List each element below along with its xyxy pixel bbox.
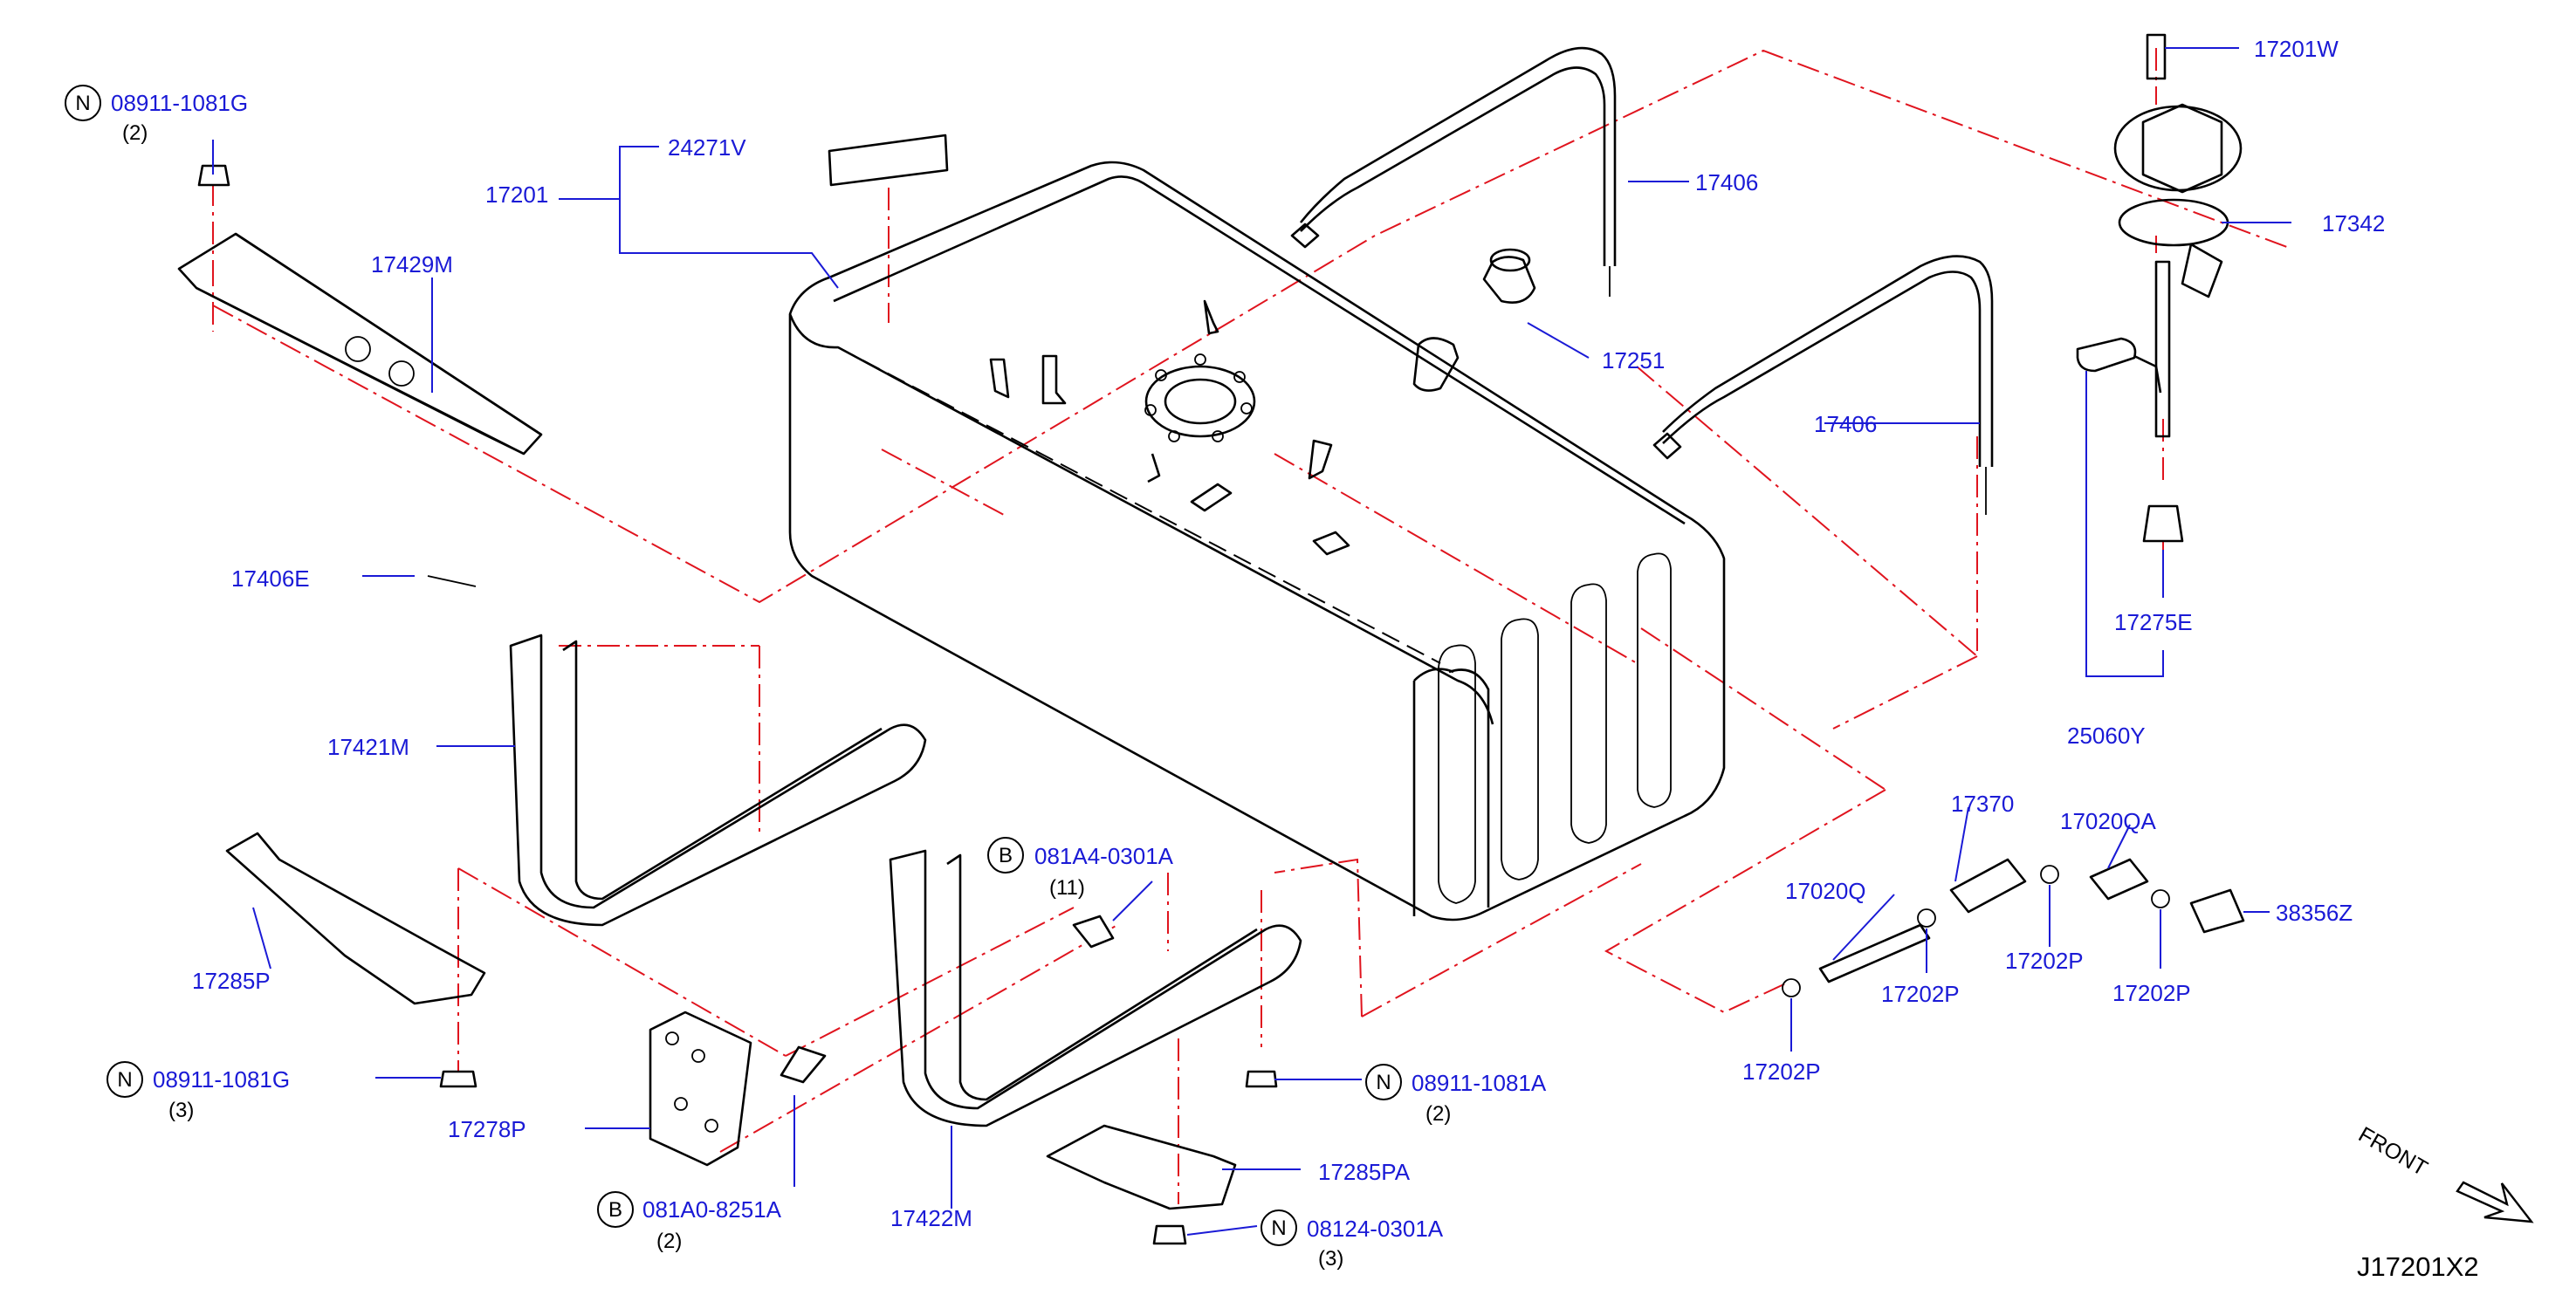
label-17202p-1: 17202P [1881, 981, 1960, 1007]
label-17285pa: 17285PA [1318, 1159, 1411, 1185]
part-code: 08911-1081G [111, 90, 248, 116]
fuel-tank [788, 134, 1726, 922]
front-label: FRONT [2354, 1122, 2432, 1181]
quantity: (2) [1425, 1102, 1451, 1126]
leader-lines [212, 47, 2291, 1236]
label-24271v: 24271V [668, 134, 746, 161]
label-17406-lower: 17406 [1814, 411, 1877, 437]
cradle-17421m [427, 575, 927, 927]
quantity: (2) [656, 1230, 682, 1253]
symbol-b: B [999, 844, 1013, 867]
symbol-n: N [117, 1068, 132, 1092]
label-17020q: 17020Q [1785, 878, 1866, 904]
arrow-icon [2456, 1181, 2534, 1223]
symbol-n: N [75, 92, 90, 115]
label-17285p: 17285P [192, 968, 271, 994]
part-code: 081A4-0301A [1034, 843, 1174, 869]
part-code: 08911-1081G [153, 1066, 290, 1093]
label-25060y: 25060Y [2067, 723, 2146, 749]
quantity: (2) [122, 121, 148, 145]
cradle-17422m [889, 849, 1302, 1127]
quantity: (3) [1318, 1247, 1343, 1271]
part-code: 08911-1081A [1412, 1070, 1547, 1096]
quantity: (3) [168, 1099, 194, 1122]
label-17421m: 17421M [327, 734, 409, 760]
callout-08911-1081g-lower: N 08911-1081G (3) [106, 1061, 290, 1122]
n-symbol-icon [1261, 1209, 1297, 1246]
label-17201: 17201 [485, 182, 548, 208]
fasteners [439, 915, 1278, 1245]
label-17020qa: 17020QA [2060, 808, 2157, 834]
tank-strap-rear [1652, 255, 1994, 515]
part-code: 08124-0301A [1307, 1216, 1444, 1242]
label-17406e: 17406E [231, 565, 310, 592]
label-17202p-2: 17202P [2005, 948, 2084, 974]
symbol-n: N [1376, 1071, 1391, 1094]
b-symbol-icon [597, 1191, 634, 1228]
bracket-17285p [225, 832, 486, 1005]
label-17201w: 17201W [2254, 36, 2339, 62]
bracket-17285pa [1046, 1124, 1237, 1210]
n-symbol-icon [1365, 1064, 1402, 1100]
plate-17278p [649, 1011, 752, 1167]
label-17202p-4: 17202P [1742, 1059, 1821, 1085]
callout-081a4-0301a: B 081A4-0301A (11) [987, 837, 1174, 900]
n-symbol-icon [65, 85, 101, 121]
b-symbol-icon [987, 837, 1024, 874]
callout-08124-0301a: N 08124-0301A (3) [1261, 1209, 1444, 1271]
label-38356z: 38356Z [2276, 900, 2353, 926]
symbol-n: N [1271, 1216, 1286, 1240]
callout-081a0-8251a: B 081A0-8251A (2) [597, 1191, 782, 1253]
label-17202p-3: 17202P [2112, 980, 2191, 1006]
callout-08911-1081a: N 08911-1081A (2) [1365, 1064, 1547, 1126]
label-17278p: 17278P [448, 1116, 526, 1142]
diagram-reference: J17201X2 [2357, 1251, 2479, 1282]
n-symbol-icon [106, 1061, 143, 1098]
part-code: 081A0-8251A [642, 1196, 782, 1223]
label-17406-upper: 17406 [1695, 169, 1758, 195]
label-17370: 17370 [1951, 791, 2014, 817]
label-17342: 17342 [2322, 210, 2385, 236]
quantity: (11) [1049, 876, 1085, 900]
hose-assembly [1782, 858, 2245, 997]
label-17251: 17251 [1602, 347, 1665, 373]
label-17429m: 17429M [371, 251, 453, 278]
front-indicator: FRONT [2354, 1122, 2534, 1223]
callout-08911-1081g-top: N 08911-1081G (2) [65, 85, 248, 145]
filler-cap [1482, 248, 1536, 304]
label-17422m: 17422M [890, 1205, 972, 1231]
support-plate-17429m [177, 164, 543, 456]
phantom-lines [212, 48, 2292, 1204]
fuel-pump-assembly [2076, 33, 2243, 543]
tank-strap-front [1290, 46, 1617, 297]
label-17275e: 17275E [2114, 609, 2193, 635]
symbol-b: B [608, 1198, 622, 1222]
